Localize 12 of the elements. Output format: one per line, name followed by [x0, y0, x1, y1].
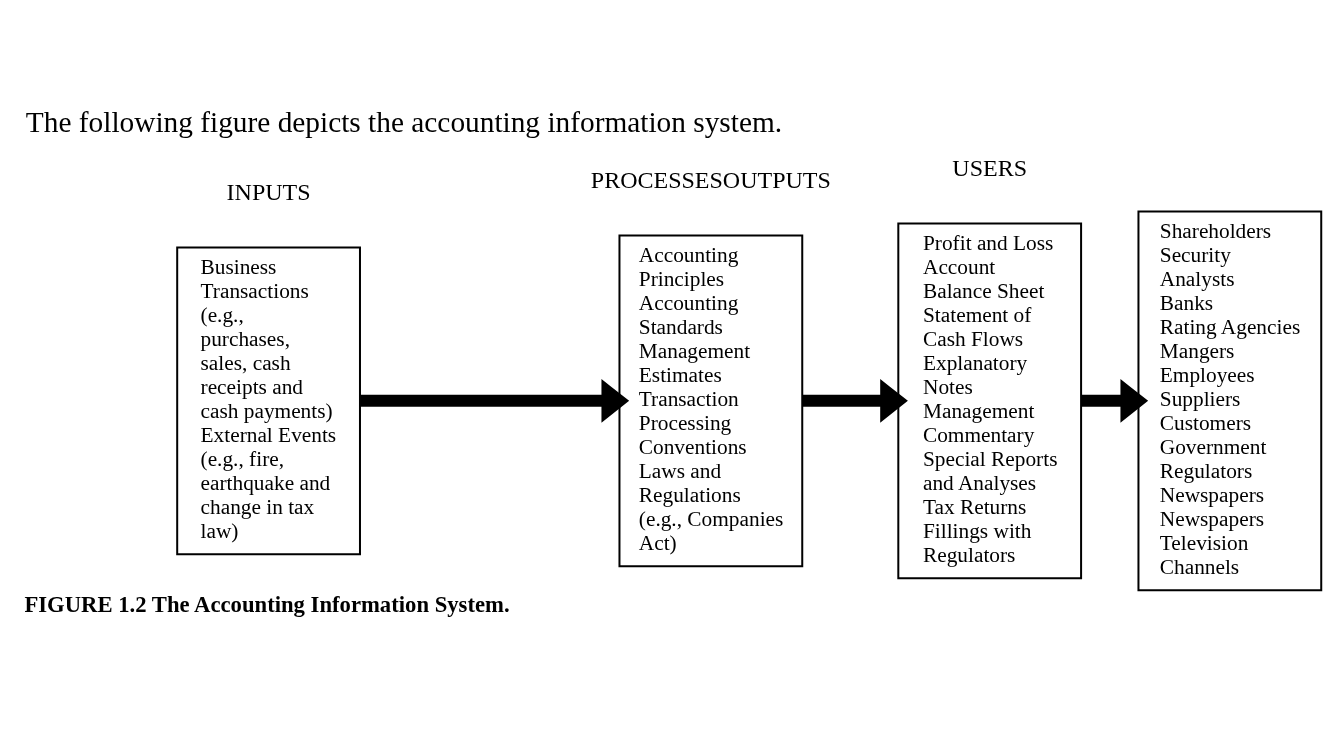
arrow: [1081, 379, 1149, 423]
arrow: [802, 379, 908, 423]
node-box: Profit and Loss Account Balance Sheet Statement of Cash Flows Explanatory Notes Management Commentary Special Reports and Analyses Tax Returns Fillings with Regulators: [897, 222, 1083, 580]
node-box: Business Transactions (e.g., purchases, sales, cash receipts and cash payments) External Events (e.g., fire, earthquake and change in tax law): [176, 246, 361, 556]
label: USERS: [952, 154, 1028, 181]
node-box: Shareholders Security Analysts Banks Rating Agencies Mangers Employees Suppliers Customers Government Regulators Newspapers Newspapers Television Channels: [1137, 210, 1323, 592]
label: PROCESSESOUTPUTS: [590, 166, 831, 193]
node-box: Accounting Principles Accounting Standards Management Estimates Transaction Processing Conventions Laws and Regulations (e.g., Companies Act): [618, 234, 804, 568]
diagram-title: The following figure depicts the accounting information system.: [25, 106, 783, 139]
arrow: [360, 379, 630, 423]
caption: FIGURE 1.2 The Accounting Information System.: [24, 591, 510, 617]
label: INPUTS: [226, 178, 311, 205]
